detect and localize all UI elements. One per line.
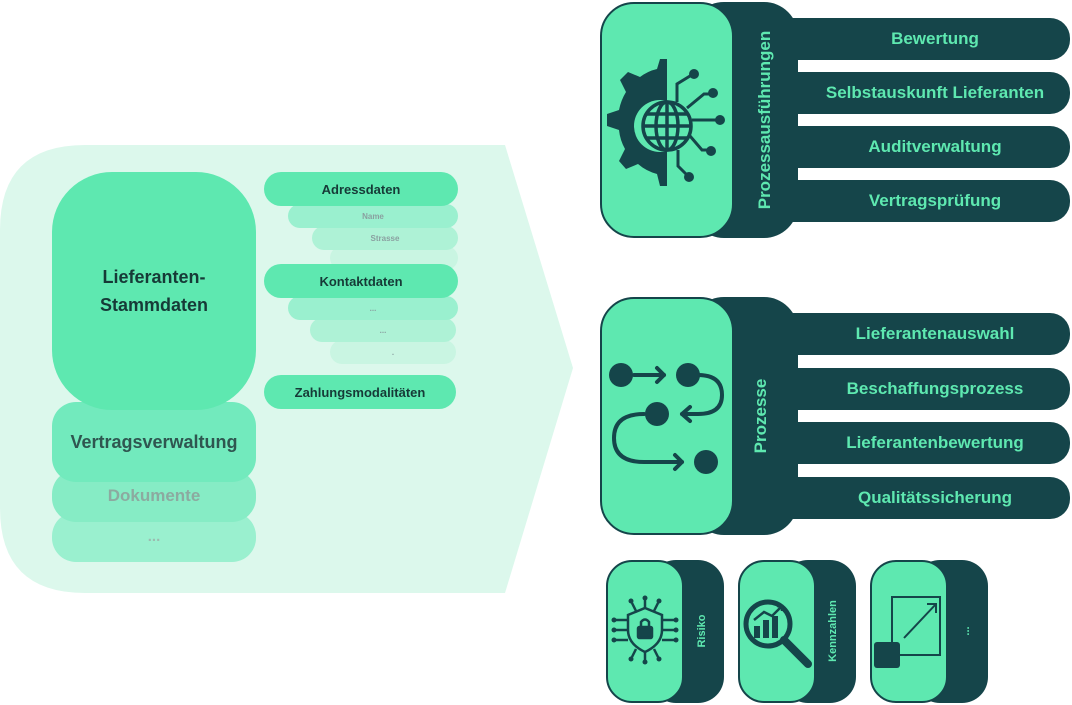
prozesse-title: Prozesse <box>751 378 770 454</box>
zahlungsmodalitaeten-label: Zahlungsmodalitäten <box>294 384 426 400</box>
bewertung-bar[interactable]: Bewertung <box>780 18 1070 60</box>
lieferantenauswahl-bar[interactable]: Lieferantenauswahl <box>780 313 1070 355</box>
vertragspruefung-label: Vertragsprüfung <box>868 191 1002 210</box>
selbstauskunft-label: Selbstauskunft Lieferanten <box>825 83 1045 102</box>
more-card-label-wrap: ... <box>52 512 256 562</box>
kontaktdaten-label: Kontaktdaten <box>319 273 403 289</box>
bewertung-label: Bewertung <box>891 29 979 48</box>
prozesse-icon-card[interactable] <box>600 297 734 535</box>
qualitaetssicherung-bar[interactable]: Qualitätssicherung <box>780 477 1070 519</box>
more-card-label: ... <box>147 527 161 545</box>
name-label: Name <box>362 211 384 221</box>
lieferanten-stammdaten-card[interactable]: Lieferanten- Stammdaten <box>52 172 256 410</box>
lieferantenauswahl-label: Lieferantenauswahl <box>855 324 1015 343</box>
kontakt-row-1: ... <box>288 296 458 320</box>
strasse-label: Strasse <box>370 233 400 243</box>
lieferantenbewertung-bar[interactable]: Lieferantenbewertung <box>780 422 1070 464</box>
adressdaten-label: Adressdaten <box>321 181 401 197</box>
adressdaten-header[interactable]: Adressdaten <box>264 172 458 206</box>
vertragsverwaltung-label: Vertragsverwaltung <box>70 431 238 452</box>
risiko-label: Risiko <box>696 614 708 648</box>
vertragsverwaltung-card[interactable]: Vertragsverwaltung <box>52 402 256 482</box>
adress-row-2: ... Strasse <box>312 226 458 250</box>
auditverwaltung-label: Auditverwaltung <box>868 137 1002 156</box>
kontakt-row-2-text: ... <box>379 325 387 335</box>
shield-lock-icon <box>611 595 679 665</box>
selbstauskunft-bar[interactable]: Selbstauskunft Lieferanten <box>780 72 1070 114</box>
kennzahlen-label: Kennzahlen <box>827 600 839 662</box>
prozessausfuehrungen-icon-card[interactable] <box>600 2 734 238</box>
ellipsis-card-label: ... <box>960 626 972 636</box>
process-flow-icon <box>609 363 724 474</box>
kontakt-row-2: ... <box>310 318 456 342</box>
dokumente-label: Dokumente <box>107 486 201 505</box>
main-card-line1: Lieferanten- <box>102 267 206 287</box>
beschaffungsprozess-bar[interactable]: Beschaffungsprozess <box>780 368 1070 410</box>
prozessausfuehrungen-title: Prozessausführungen <box>755 30 774 210</box>
zahlungsmodalitaeten-header[interactable]: Zahlungsmodalitäten <box>264 375 456 409</box>
expand-arrow-icon <box>874 596 941 668</box>
adress-row-1: Name <box>288 204 458 228</box>
kennzahlen-icon-card[interactable] <box>738 560 816 703</box>
ellipsis-icon-card[interactable] <box>870 560 948 703</box>
qualitaetssicherung-label: Qualitätssicherung <box>858 488 1012 507</box>
lieferantenbewertung-label: Lieferantenbewertung <box>846 433 1024 452</box>
vertragspruefung-bar[interactable]: Vertragsprüfung <box>780 180 1070 222</box>
kontakt-row-1-text: ... <box>369 303 377 313</box>
gear-globe-circuit-icon <box>607 59 725 186</box>
kontakt-row-3: . <box>330 340 456 364</box>
risiko-icon-card[interactable] <box>606 560 684 703</box>
auditverwaltung-bar[interactable]: Auditverwaltung <box>780 126 1070 168</box>
main-card-line2: Stammdaten <box>99 295 209 315</box>
kontakt-row-3-label: . <box>391 347 395 357</box>
kontaktdaten-header[interactable]: Kontaktdaten <box>264 264 458 298</box>
magnifier-chart-icon <box>743 599 812 668</box>
beschaffungsprozess-label: Beschaffungsprozess <box>846 379 1024 398</box>
